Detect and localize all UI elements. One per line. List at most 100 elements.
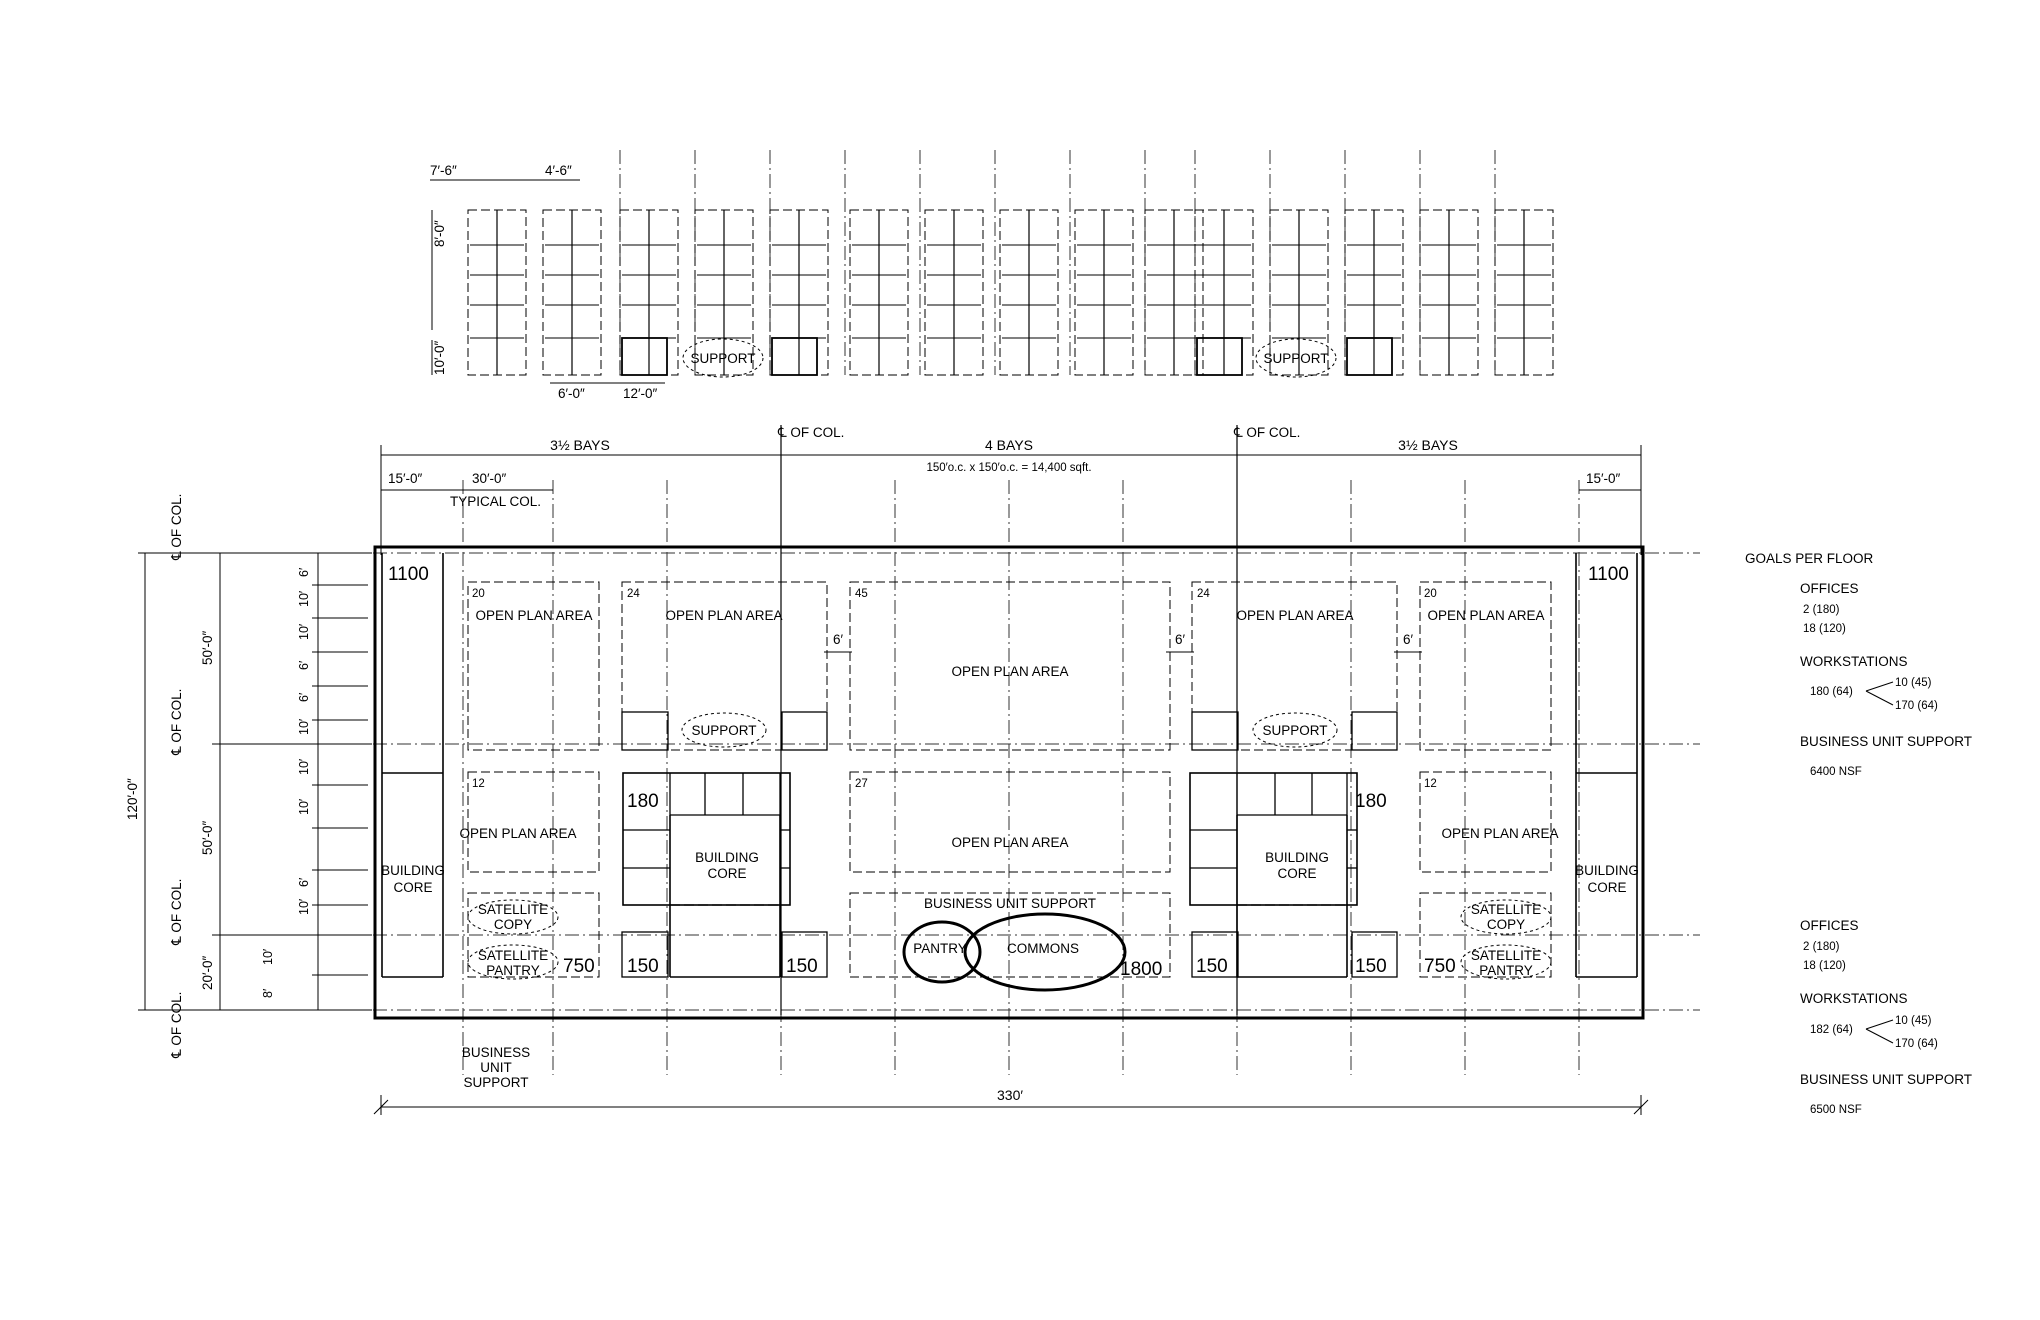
dim-bay-mid: 50′-0″ bbox=[200, 820, 215, 855]
support-ellipses bbox=[467, 712, 1552, 980]
cl-col-left-2: ℄ OF COL. bbox=[169, 689, 184, 756]
open-plan-f-count: 12 bbox=[472, 778, 485, 790]
g1-ws-a: 10 (45) bbox=[1895, 677, 1932, 689]
overall-length-dim: 330′ bbox=[997, 1087, 1023, 1103]
g2-ws-branch bbox=[1865, 1019, 1894, 1044]
bus-label-3: SUPPORT bbox=[463, 1075, 528, 1090]
g2-offices: OFFICES bbox=[1800, 918, 1859, 933]
svg-text:6′: 6′ bbox=[297, 660, 311, 670]
sat-count-left: 750 bbox=[563, 956, 595, 977]
open-plan-b-count: 24 bbox=[627, 588, 640, 600]
dim-bay-bottom: 20′-0″ bbox=[200, 955, 215, 990]
open-plan-b-label: OPEN PLAN AREA bbox=[665, 608, 782, 623]
cl-col-label-1: ℄ OF COL. bbox=[777, 425, 844, 440]
workstation-module bbox=[1344, 209, 1404, 376]
left-subdivision-ticks bbox=[312, 552, 368, 1011]
g1-ws-branch bbox=[1865, 681, 1894, 706]
building-cores bbox=[381, 553, 1638, 978]
g1-ws-total: 180 (64) bbox=[1810, 686, 1853, 698]
satellite-copy-left-1: SATELLITE bbox=[478, 902, 548, 917]
svg-text:10′: 10′ bbox=[297, 758, 311, 775]
dim-bay-top: 50′-0″ bbox=[200, 630, 215, 665]
open-plan-d-count: 24 bbox=[1197, 588, 1210, 600]
six-foot-label-1: 6′ bbox=[833, 632, 844, 647]
building-core-right-2: CORE bbox=[1587, 880, 1626, 895]
open-plan-d-label: OPEN PLAN AREA bbox=[1236, 608, 1353, 623]
top-dimension-lines bbox=[380, 445, 1642, 555]
workstation-module bbox=[769, 209, 829, 376]
satellite-copy-left-2: COPY bbox=[494, 917, 532, 932]
satellite-pantry-right-1: SATELLITE bbox=[1471, 948, 1541, 963]
dim-6-0: 6′-0″ bbox=[558, 386, 585, 401]
building-core-center-left-2: CORE bbox=[707, 866, 746, 881]
g2-ws-a: 10 (45) bbox=[1895, 1015, 1932, 1027]
business-unit-support-label: BUSINESS UNIT SUPPORT bbox=[924, 896, 1096, 911]
typical-workstation-detail bbox=[467, 209, 1554, 376]
open-plan-e-count: 20 bbox=[1424, 588, 1437, 600]
dim-10-0: 10′-0″ bbox=[432, 340, 447, 375]
bottom-dimension-line bbox=[373, 1095, 1649, 1115]
open-plan-c-count: 45 bbox=[855, 588, 868, 600]
support-count-4: 150 bbox=[1355, 956, 1387, 977]
building-core-center-right-2: CORE bbox=[1277, 866, 1316, 881]
building-core-right-1: BUILDING bbox=[1575, 863, 1639, 878]
open-plan-g-count: 27 bbox=[855, 778, 868, 790]
bays-center-label: 4 BAYS bbox=[985, 437, 1033, 453]
core-office-grid bbox=[623, 773, 1357, 906]
support-count-1: 150 bbox=[627, 956, 659, 977]
commons-label: COMMONS bbox=[1007, 941, 1079, 956]
workstation-module bbox=[924, 209, 984, 376]
left-sub-dimension-labels: 6′ 10′ 10′ 6′ 6′ 10′ 10′ 10′ 6′ 10′ 10′ … bbox=[261, 567, 311, 998]
open-plan-e-label: OPEN PLAN AREA bbox=[1427, 608, 1544, 623]
support-rooms bbox=[621, 711, 1398, 978]
commons-ellipse bbox=[963, 912, 1127, 992]
building-outline bbox=[373, 545, 1645, 1020]
g2-workstations: WORKSTATIONS bbox=[1800, 991, 1908, 1006]
g1-offices-2: 18 (120) bbox=[1803, 623, 1846, 635]
svg-text:8′: 8′ bbox=[261, 988, 275, 998]
dim-overall-height: 120′-0″ bbox=[125, 778, 140, 820]
workstation-module bbox=[542, 209, 602, 376]
open-plan-a-count: 20 bbox=[472, 588, 485, 600]
cl-col-left-1: ℄ OF COL. bbox=[169, 494, 184, 561]
building-core-left-2: CORE bbox=[393, 880, 432, 895]
g2-bus: BUSINESS UNIT SUPPORT bbox=[1800, 1072, 1972, 1087]
workstation-module bbox=[849, 209, 909, 376]
open-plan-g-label: OPEN PLAN AREA bbox=[951, 835, 1068, 850]
core-right-number: 1100 bbox=[1588, 564, 1629, 585]
g2-nsf: 6500 NSF bbox=[1810, 1104, 1862, 1116]
svg-text:10′: 10′ bbox=[261, 948, 275, 965]
bus-label-2: UNIT bbox=[480, 1060, 512, 1075]
cl-col-left-3: ℄ OF COL. bbox=[169, 879, 184, 946]
building-core-left-1: BUILDING bbox=[381, 863, 445, 878]
support-label-1: SUPPORT bbox=[691, 723, 756, 738]
svg-text:10′: 10′ bbox=[297, 798, 311, 815]
g1-nsf: 6400 NSF bbox=[1810, 766, 1862, 778]
top-detail-dimensions bbox=[430, 179, 665, 384]
g2-ws-total: 182 (64) bbox=[1810, 1024, 1853, 1036]
dim-4-6: 4′-6″ bbox=[545, 163, 572, 178]
core-office-count-left: 180 bbox=[627, 791, 659, 812]
g2-ws-b: 170 (64) bbox=[1895, 1038, 1938, 1050]
svg-text:6′: 6′ bbox=[297, 567, 311, 577]
dim-15-left: 15′-0″ bbox=[388, 471, 423, 486]
open-plan-h-label: OPEN PLAN AREA bbox=[1441, 826, 1558, 841]
workstation-module bbox=[1419, 209, 1479, 376]
satellite-pantry-left-2: PANTRY bbox=[486, 963, 540, 978]
satellite-copy-right-1: SATELLITE bbox=[1471, 902, 1541, 917]
g2-offices-2: 18 (120) bbox=[1803, 960, 1846, 972]
pantry-ellipse bbox=[902, 920, 982, 984]
workstation-module bbox=[1074, 209, 1134, 376]
satellite-copy-right-2: COPY bbox=[1487, 917, 1525, 932]
sat-count-right: 750 bbox=[1424, 956, 1456, 977]
open-plan-h-count: 12 bbox=[1424, 778, 1437, 790]
satellite-pantry-left-1: SATELLITE bbox=[478, 948, 548, 963]
g1-offices: OFFICES bbox=[1800, 581, 1859, 596]
g1-workstations: WORKSTATIONS bbox=[1800, 654, 1908, 669]
g2-offices-1: 2 (180) bbox=[1803, 941, 1840, 953]
g1-offices-1: 2 (180) bbox=[1803, 604, 1840, 616]
support-count-3: 150 bbox=[1196, 956, 1228, 977]
core-office-count-right: 180 bbox=[1355, 791, 1387, 812]
support-ellipse-top-left bbox=[682, 338, 764, 378]
support-label-2: SUPPORT bbox=[1262, 723, 1327, 738]
